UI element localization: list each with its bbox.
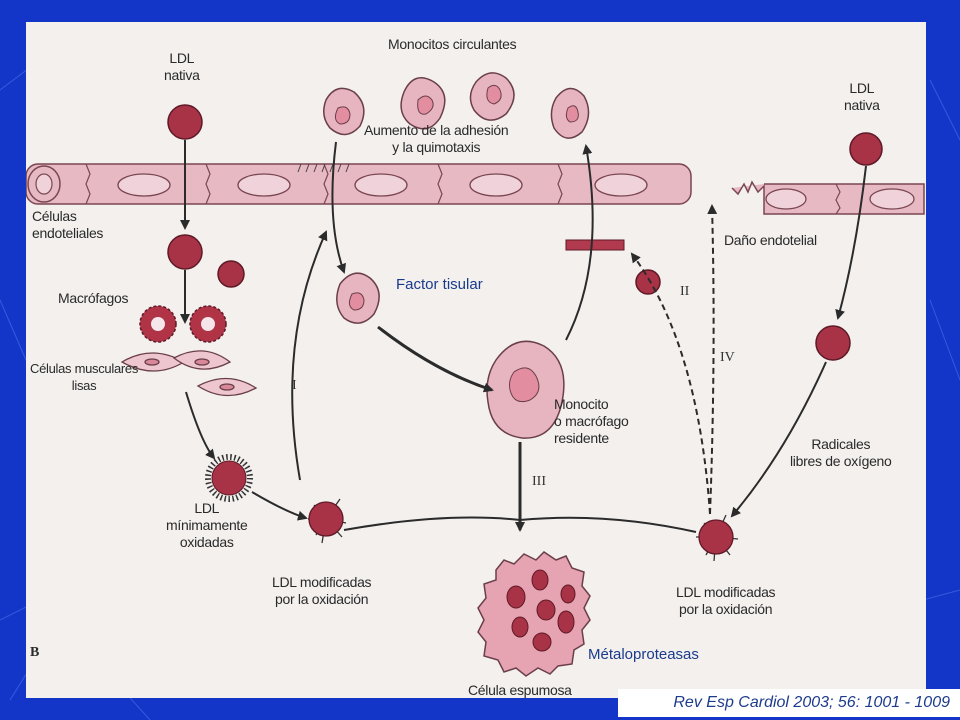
diagram-panel: Monocitos circulantes LDL nativa LDL nat…	[26, 22, 926, 698]
factor-tisular-label: Factor tisular	[396, 276, 483, 293]
ldl-modificadas-left-label: LDL modificadas por la oxidación	[272, 574, 372, 607]
radicales-label: Radicales libres de oxígeno	[790, 436, 892, 469]
citation: Rev Esp Cardiol 2003; 56: 1001 - 1009	[618, 689, 960, 717]
adhesion-bar	[565, 239, 625, 251]
intimal-monocyte	[336, 272, 380, 324]
ldl-minimamente-label: LDL mínimamente oxidadas	[166, 500, 248, 550]
monocitos-circulantes-label: Monocitos circulantes	[388, 36, 517, 52]
smooth-muscle-cells	[120, 350, 258, 397]
dano-endotelial-label: Daño endotelial	[724, 232, 817, 248]
endothelium-left	[26, 163, 692, 205]
resident-macrophage	[486, 340, 565, 439]
ldl-modificadas-right-label: LDL modificadas por la oxidación	[676, 584, 776, 617]
ldl-oxidized-left	[308, 498, 347, 544]
ldl-nativa-right-label: LDL nativa	[844, 80, 880, 113]
diagram-drawing	[26, 72, 925, 677]
celulas-musculares-label: Células musculares lisas	[30, 361, 139, 393]
circulating-monocytes	[323, 72, 590, 139]
macrophages	[139, 305, 227, 343]
pathway-iii-label: III	[532, 474, 546, 489]
metaloproteasas-label: Métaloproteasas	[588, 646, 699, 663]
pathway-arrows	[180, 140, 867, 533]
pathway-iv-label: IV	[720, 350, 735, 365]
foam-cell	[477, 551, 591, 677]
ldl-nativa-left-label: LDL nativa	[164, 50, 200, 83]
monocito-macrofago-label: Monocito o macrófago residente	[554, 396, 629, 446]
pathway-i-label: I	[292, 378, 297, 393]
endothelium-right	[731, 180, 925, 215]
pathway-ii-label: II	[680, 284, 690, 299]
aumento-adhesion-label: Aumento de la adhesión y la quimotaxis	[364, 122, 509, 155]
ldl-minimally-oxidized	[205, 454, 253, 502]
ldl-oxidized-right	[696, 514, 739, 562]
panel-letter: B	[30, 645, 40, 660]
celula-espumosa-label: Célula espumosa	[468, 682, 572, 698]
macrofagos-label: Macrófagos	[58, 290, 129, 306]
celulas-endoteliales-label: Células endoteliales	[32, 208, 104, 241]
